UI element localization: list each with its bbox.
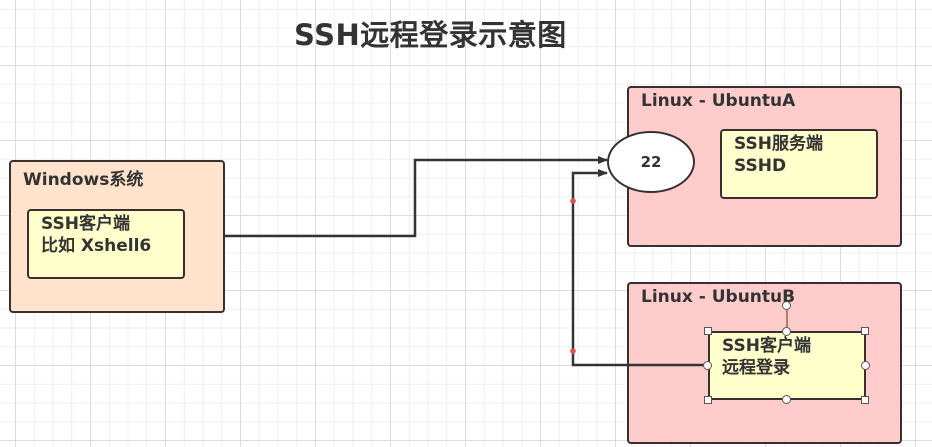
- connector-windows-to-port[interactable]: [225, 156, 608, 238]
- windows-ssh-client-box[interactable]: SSH客户端 比如 Xshell6: [27, 209, 185, 279]
- ubuntu-a-label: Linux - UbuntuA: [641, 91, 796, 111]
- resize-handle-nw[interactable]: [704, 327, 712, 335]
- waypoint-dot[interactable]: [570, 348, 576, 354]
- ubuntu-b-ssh-client-line1: SSH客户端: [722, 336, 811, 356]
- ssh-server-box[interactable]: SSH服务端 SSHD: [720, 129, 878, 199]
- ssh-server-label: SSH服务端 SSHD: [734, 133, 823, 177]
- windows-ssh-client-line1: SSH客户端: [41, 214, 130, 234]
- resize-handle-n[interactable]: [782, 327, 791, 336]
- ssh-server-line1: SSH服务端: [734, 134, 823, 154]
- windows-system-label: Windows系统: [23, 170, 144, 190]
- port-22-node[interactable]: 22: [607, 131, 695, 193]
- diagram-title: SSH远程登录示意图: [294, 18, 567, 52]
- resize-handle-ne[interactable]: [861, 327, 869, 335]
- windows-ssh-client-line2: 比如 Xshell6: [41, 236, 152, 256]
- rotate-handle[interactable]: [782, 301, 791, 310]
- windows-ssh-client-label: SSH客户端 比如 Xshell6: [41, 213, 151, 257]
- ubuntu-b-ssh-client-label: SSH客户端 远程登录: [722, 335, 811, 379]
- ubuntu-b-ssh-client-line2: 远程登录: [722, 358, 790, 378]
- resize-handle-sw[interactable]: [704, 396, 712, 404]
- resize-handle-e[interactable]: [861, 361, 870, 370]
- waypoint-dot[interactable]: [570, 198, 576, 204]
- ubuntu-b-label: Linux - UbuntuB: [641, 287, 796, 307]
- resize-handle-w[interactable]: [703, 361, 712, 370]
- resize-handle-se[interactable]: [861, 396, 869, 404]
- ssh-server-line2: SSHD: [734, 156, 787, 176]
- resize-handle-s[interactable]: [782, 395, 791, 404]
- port-22-label: 22: [640, 153, 662, 171]
- ubuntu-b-ssh-client-box[interactable]: SSH客户端 远程登录: [708, 331, 866, 400]
